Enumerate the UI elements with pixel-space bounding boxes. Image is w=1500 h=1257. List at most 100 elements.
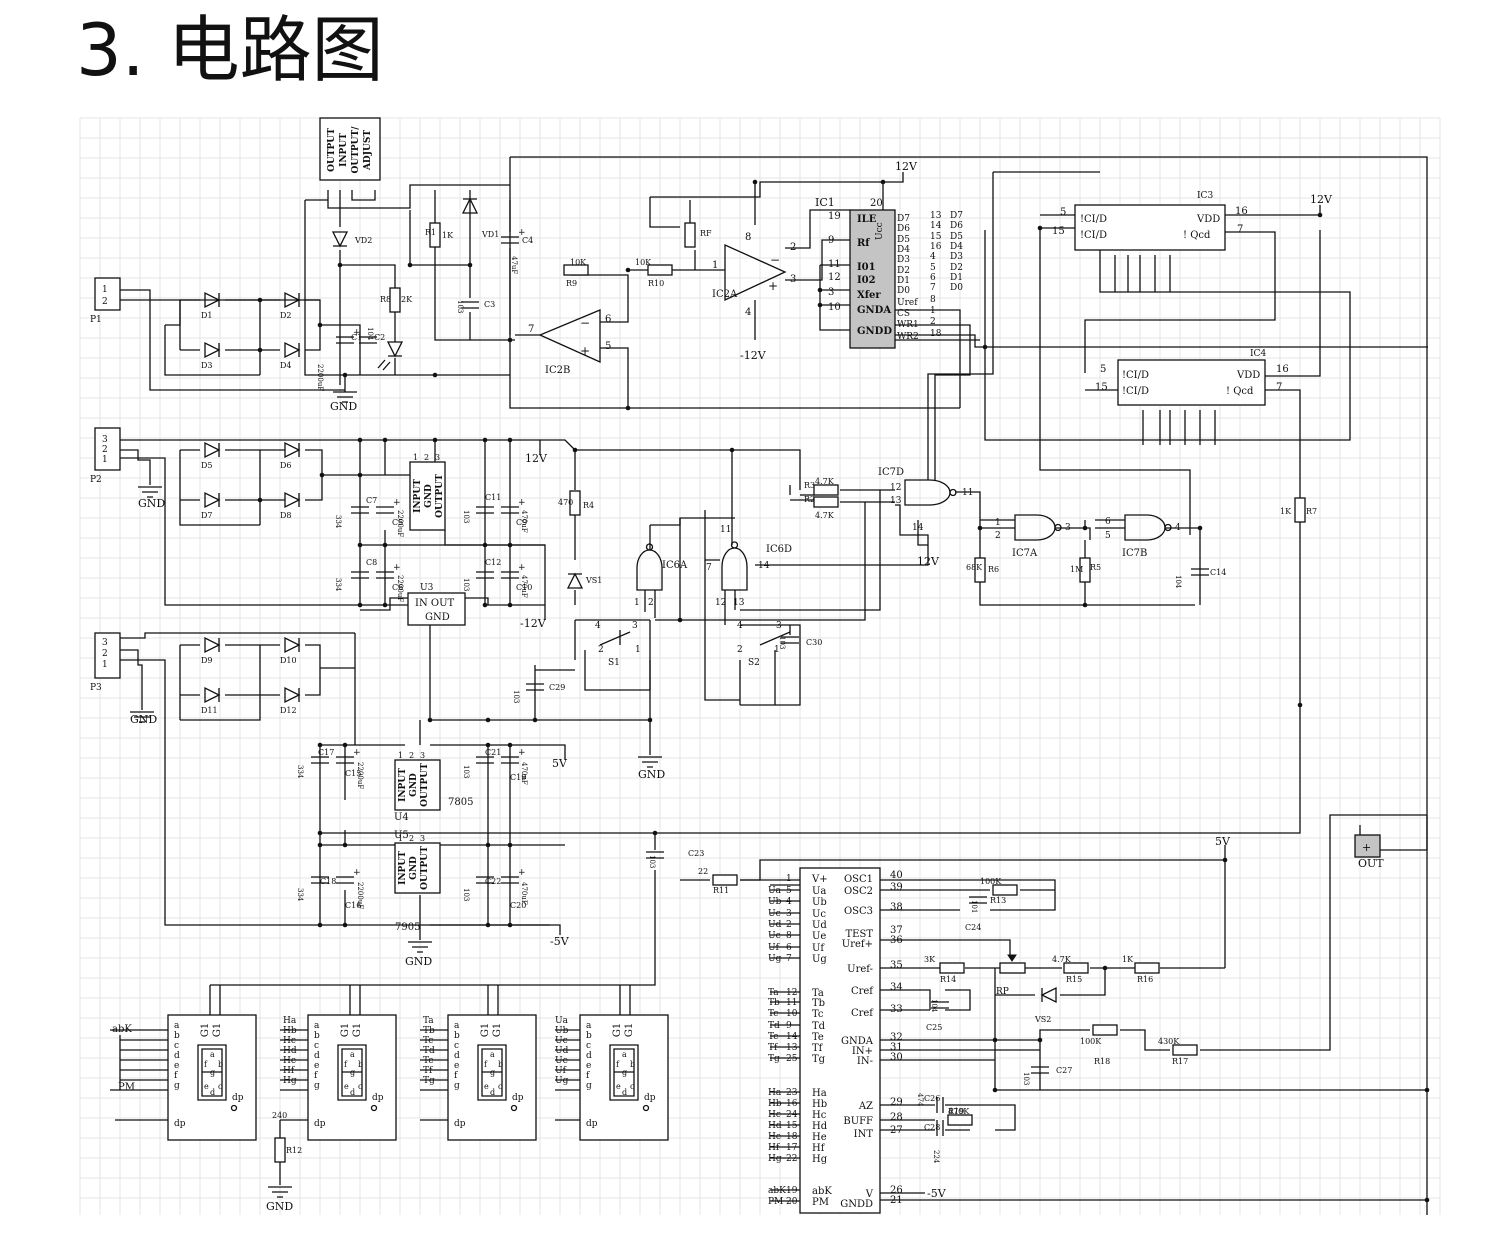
ic1-pin-number: 5 — [930, 263, 936, 273]
resistor-body — [974, 557, 986, 583]
adc-net-label: Hg — [768, 1154, 782, 1164]
segment-letter: f — [344, 1060, 348, 1069]
adc-pin-number: 9 — [786, 1021, 792, 1031]
capacitor-plates — [936, 1120, 944, 1136]
adc-pin-number: 22 — [786, 1154, 797, 1164]
junction-dot — [729, 447, 735, 453]
display-input-label: Ha — [283, 1016, 297, 1026]
junction-dot — [407, 262, 413, 268]
ic1-pin-number: 6 — [930, 273, 936, 283]
ic1-pin-number: 14 — [930, 221, 942, 231]
junction-dot — [1037, 225, 1043, 231]
resistor-body — [647, 264, 673, 276]
capacitor-plates — [311, 756, 329, 764]
segment-letter: c — [630, 1082, 635, 1091]
capacitor-plates — [501, 756, 519, 764]
display-pin-label: b — [454, 1031, 460, 1041]
capacitor-polarity: + — [393, 498, 401, 508]
gate-ic7b-bubble — [1164, 523, 1172, 532]
ic1-pin-label: D3 — [897, 255, 910, 265]
rail-5v: 5V — [552, 757, 568, 770]
diode-d12: D12 — [280, 686, 301, 715]
adc-net-label: Hd — [768, 1121, 782, 1131]
ic1-pin-label: I02 — [857, 275, 876, 286]
display-input-label: Hb — [283, 1026, 297, 1036]
resistor-ref: R7 — [1306, 507, 1317, 516]
adc-pin-label: Tc — [812, 1009, 824, 1020]
adc-net-label: Uc — [768, 909, 781, 919]
junction-dot — [507, 337, 513, 343]
diode-label: D6 — [280, 461, 292, 470]
adc-pin-number: 29 — [890, 1097, 903, 1108]
adc-pin-number: 18 — [786, 1132, 798, 1142]
display-input-label: Ue — [555, 1056, 568, 1066]
resistor-ref: R17 — [1172, 1057, 1188, 1066]
capacitor-ref: C22 — [485, 877, 501, 886]
junction-dot — [485, 742, 491, 748]
s2-label: S2 — [748, 658, 760, 668]
resistor-body — [712, 874, 738, 886]
adc-pin-number: 12 — [786, 988, 797, 998]
gate-ic6d-bubble — [730, 541, 739, 549]
display-input-label: Ud — [555, 1046, 569, 1056]
adc-pin-number: 14 — [786, 1032, 798, 1042]
u3-regulator: IN OUT GND U3 — [407, 583, 466, 626]
adc-net-label: Ta — [768, 988, 779, 998]
adc-net-label: Hb — [768, 1099, 782, 1109]
display-pin-label: c — [586, 1041, 591, 1051]
display-g1-label: G1 — [492, 1023, 503, 1037]
diode-d7: D7 — [201, 491, 221, 520]
ground-labels: GND GND GND GND GND GND — [130, 400, 665, 1213]
capacitor-ref: C15 — [345, 769, 361, 778]
resistor-body — [389, 287, 401, 313]
adc-pin-number: 20 — [786, 1197, 798, 1207]
diode-label: D4 — [280, 361, 292, 370]
capacitor-plates — [1191, 568, 1209, 576]
diode-label: VS1 — [585, 576, 602, 585]
svg-text:16: 16 — [1276, 364, 1289, 375]
capacitor-ref: C30 — [806, 638, 822, 647]
regulator-pin-number: 2 — [409, 751, 414, 760]
adc-body — [799, 867, 881, 1214]
pm-input: PM — [118, 1082, 135, 1093]
svg-text:7: 7 — [1237, 224, 1243, 235]
out-label: OUT — [1358, 857, 1384, 870]
ic1-pin-number: 1 — [930, 306, 936, 316]
resistor-value: 10K — [635, 258, 652, 267]
resistor-value: 470 — [558, 498, 573, 507]
adc-pin-number: 4 — [786, 897, 792, 907]
ic1-data-label: D1 — [950, 273, 963, 283]
gate-pin-number: 3 — [1065, 523, 1071, 533]
junction-dot — [977, 525, 983, 531]
rail-12v: 12V — [895, 160, 918, 173]
adc-pin-label: abK — [812, 1186, 832, 1197]
title-number: 3. — [76, 8, 145, 92]
gate-pin-number: 1 — [774, 645, 780, 655]
adc-pin-label: Ub — [812, 897, 827, 908]
diode-label: D5 — [201, 461, 213, 470]
diode-label: VS2 — [1034, 1015, 1051, 1024]
adc-net-label: Ug — [768, 954, 782, 964]
ic1-label: IC1 — [815, 196, 835, 209]
display-input-label: Hg — [283, 1076, 297, 1086]
capacitor-value: 103 — [462, 510, 470, 523]
adc-pin-number: 11 — [786, 998, 797, 1008]
adc-net-label: Ha — [768, 1088, 782, 1098]
svg-text:2: 2 — [102, 649, 108, 659]
ic1-pin-number: 4 — [930, 252, 936, 262]
resistor-value: 22 — [698, 867, 708, 876]
junction-dot — [507, 542, 513, 548]
capacitor-plates — [336, 336, 354, 344]
display-input-label: Td — [423, 1046, 435, 1056]
gnd-label: GND — [266, 1200, 293, 1213]
junction-dot — [625, 267, 631, 273]
p3-label: P3 — [90, 683, 102, 693]
